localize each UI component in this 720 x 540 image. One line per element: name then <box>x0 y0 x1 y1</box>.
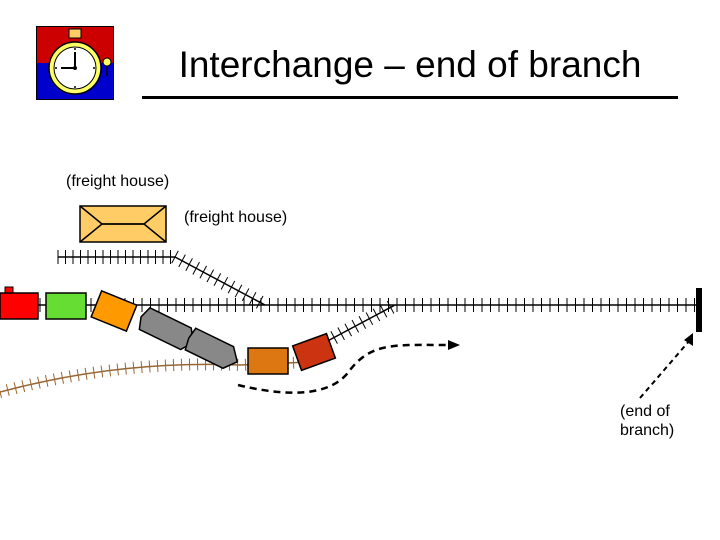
rail-tie <box>344 323 352 337</box>
rail-tie <box>372 308 381 322</box>
rail-tie <box>124 362 127 375</box>
freight-house-label-2: (freight house) <box>184 209 288 226</box>
rust-boxcar <box>291 332 337 372</box>
rail-tie <box>185 258 193 271</box>
orange-boxcar <box>90 289 138 333</box>
slide-title: Interchange – end of branch <box>178 44 642 85</box>
rail-tie <box>178 254 186 268</box>
rail-tie <box>206 269 215 283</box>
rail-tie <box>76 369 80 382</box>
freight-house-track <box>57 250 266 309</box>
freight-house-building <box>79 205 167 243</box>
rail-tie <box>68 370 72 383</box>
rail-tie <box>255 295 264 309</box>
rail-tie <box>171 250 179 264</box>
rail-tie <box>292 356 295 369</box>
rail-tie <box>386 300 395 314</box>
rail-tie <box>192 261 200 275</box>
rail-tie <box>45 374 49 387</box>
rail-tie <box>60 371 64 384</box>
rail-tie <box>213 273 222 287</box>
green-boxcar <box>45 292 87 320</box>
rail-tie <box>116 363 119 376</box>
rail-tie <box>52 373 57 386</box>
rail-tie <box>0 390 3 398</box>
rail-tie <box>172 359 175 372</box>
rail-tie <box>248 291 257 305</box>
rail-tie <box>337 327 345 341</box>
stopwatch-icon <box>36 26 114 100</box>
end-of-branch-label: (end of branch) <box>620 403 675 439</box>
rail-tie <box>37 376 41 389</box>
rail-tie <box>29 378 33 391</box>
dark-orange-boxcar <box>247 347 289 375</box>
rail-tie <box>358 315 367 329</box>
rail-tie <box>220 276 229 290</box>
rail-tie <box>156 359 159 372</box>
rail-tie <box>379 304 388 318</box>
rail-tie <box>199 265 207 279</box>
movement-arrow <box>237 340 460 394</box>
rail-tie <box>330 331 338 344</box>
end-of-branch-leader-arrow <box>639 333 693 399</box>
red-boxcar <box>0 286 39 320</box>
locomotive-1 <box>138 306 194 351</box>
rail-tie <box>21 380 26 393</box>
rail-tie <box>227 280 236 294</box>
rail-tie <box>164 359 167 372</box>
title-underline <box>142 96 678 99</box>
rail-tie <box>92 366 96 379</box>
rail-tie <box>241 288 250 302</box>
rail-tie <box>100 365 104 378</box>
rail-tie <box>132 361 135 374</box>
rail-tie <box>234 284 243 298</box>
end-of-branch-bumper <box>696 288 702 332</box>
rail-tie <box>365 312 374 326</box>
rail-tie <box>244 358 247 371</box>
rail-tie <box>108 364 112 377</box>
rail-tie <box>140 361 143 374</box>
rail-tie <box>84 367 88 380</box>
rail-tie <box>13 382 18 394</box>
freight-house-label-1: (freight house) <box>66 173 170 190</box>
rail-tie <box>5 384 10 396</box>
rail-tie <box>351 319 360 333</box>
locomotive-2 <box>184 327 239 370</box>
rail-tie <box>148 360 151 373</box>
